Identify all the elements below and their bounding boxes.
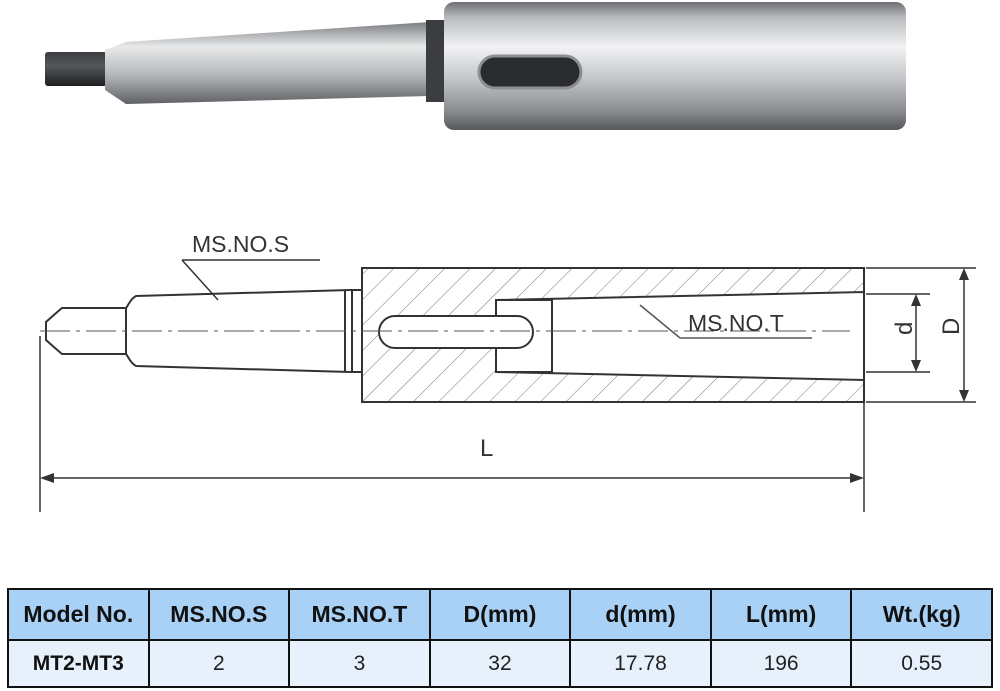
small-dia-dimension	[866, 293, 930, 373]
length-dimension	[39, 336, 865, 512]
shank-leader	[181, 259, 320, 301]
table-header-row: Model No. MS.NO.S MS.NO.T D(mm) d(mm) L(…	[7, 588, 993, 641]
cell-bore-taper: 3	[288, 639, 431, 688]
cell-length: 196	[709, 639, 853, 688]
cell-shank-taper: 2	[147, 639, 291, 688]
bore-leader	[639, 304, 812, 339]
shank-label: MS.NO.S	[192, 231, 289, 257]
drift-slot	[378, 315, 534, 349]
bore-label: MS.NO.T	[688, 310, 784, 336]
cell-weight: 0.55	[850, 639, 993, 688]
product-body	[444, 2, 906, 130]
header-bore-taper: MS.NO.T	[288, 588, 431, 641]
technical-drawing: MS.NO.S MS.NO.T d D L	[39, 231, 976, 512]
spec-table: Model No. MS.NO.S MS.NO.T D(mm) d(mm) L(…	[7, 588, 993, 688]
product-shank	[45, 22, 430, 104]
outer-dia-label: D	[938, 318, 965, 335]
outer-dia-dimension	[866, 267, 976, 403]
sleeve-section	[361, 267, 865, 403]
header-shank-taper: MS.NO.S	[147, 588, 291, 641]
small-dia-label: d	[891, 322, 918, 335]
header-outer-dia: D(mm)	[428, 588, 572, 641]
header-small-dia: d(mm)	[569, 588, 712, 641]
product-tang	[45, 52, 107, 86]
product-collar	[426, 20, 446, 102]
header-weight: Wt.(kg)	[850, 588, 993, 641]
product-slot	[477, 54, 583, 90]
table-row: MT2-MT3 2 3 32 17.78 196 0.55	[7, 639, 993, 688]
header-model: Model No.	[7, 588, 150, 641]
length-label: L	[480, 435, 493, 462]
cell-model: MT2-MT3	[7, 639, 150, 688]
cell-small-dia: 17.78	[569, 639, 712, 688]
product-taper	[105, 22, 430, 104]
product-photo	[45, 2, 906, 130]
header-length: L(mm)	[709, 588, 853, 641]
cell-outer-dia: 32	[428, 639, 572, 688]
